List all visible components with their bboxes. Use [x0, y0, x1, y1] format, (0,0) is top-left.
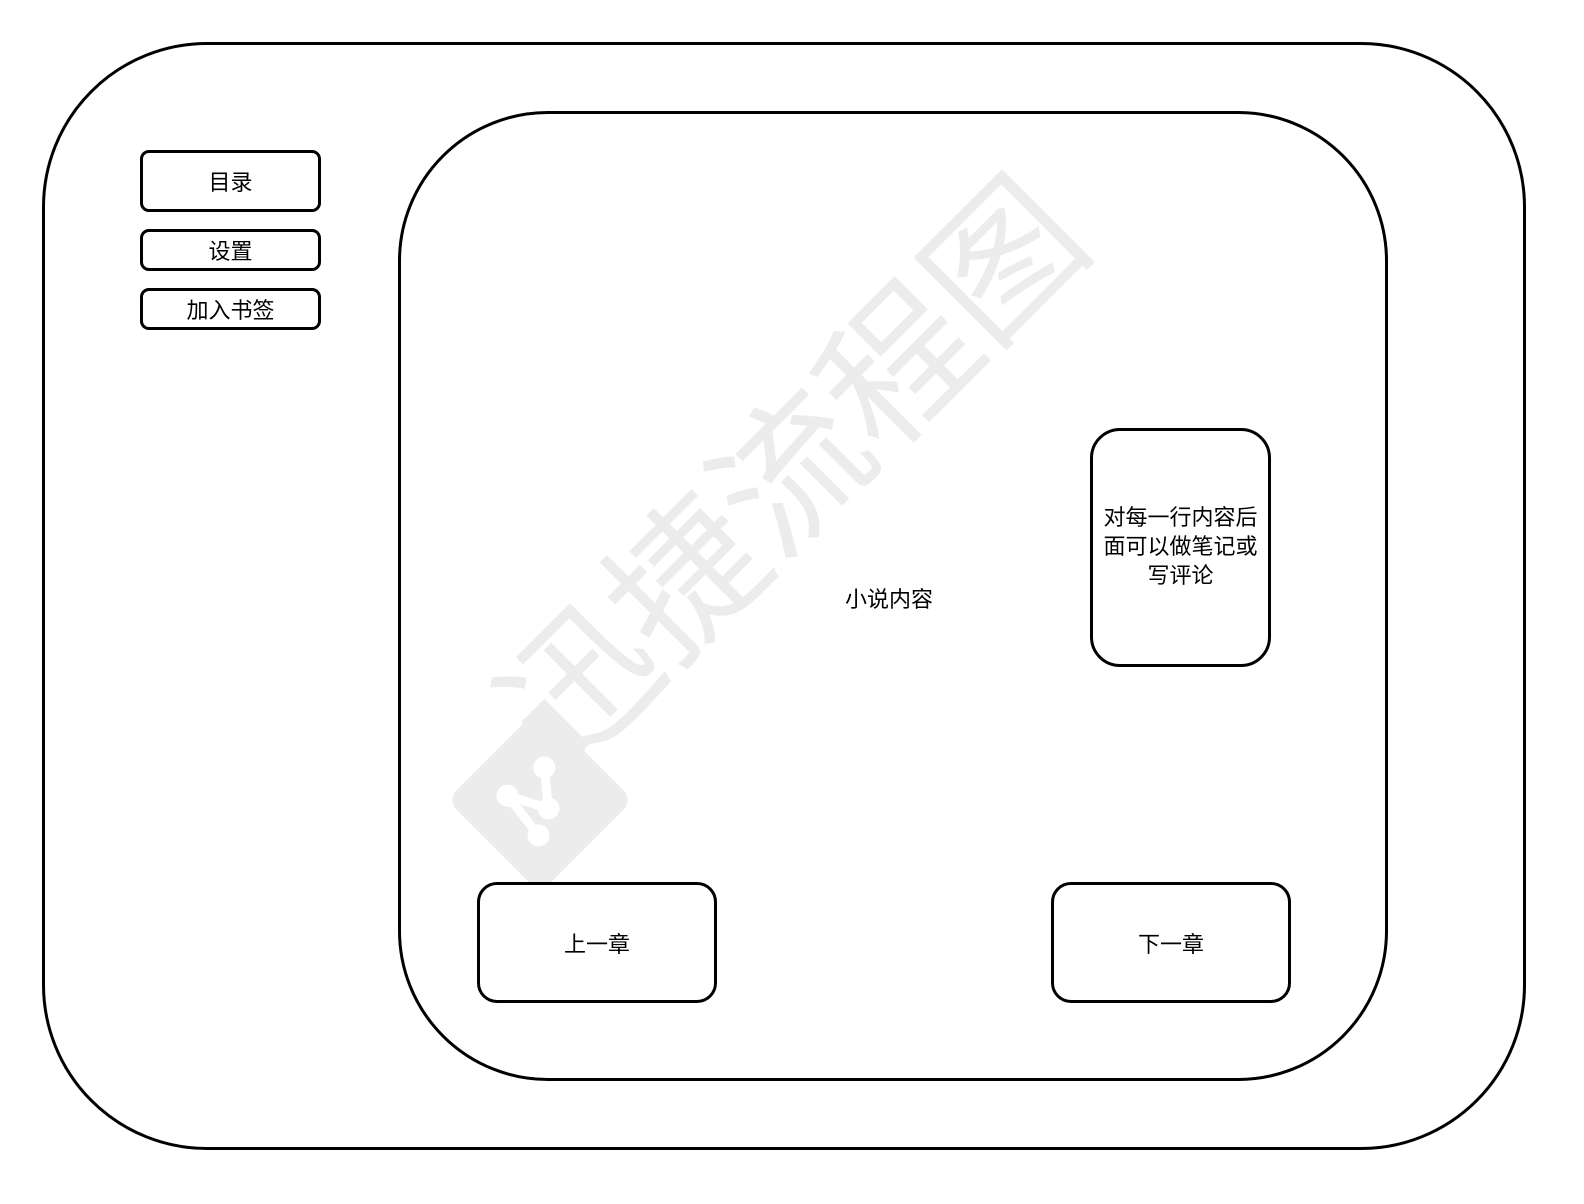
next-chapter-button[interactable]: 下一章 — [1051, 882, 1291, 1003]
settings-button-label: 设置 — [208, 240, 253, 265]
novel-content-label: 小说内容 — [845, 588, 934, 613]
add-bookmark-button[interactable]: 加入书签 — [140, 288, 321, 330]
toc-button-label: 目录 — [208, 171, 253, 196]
add-bookmark-button-label: 加入书签 — [186, 299, 275, 324]
toc-button[interactable]: 目录 — [140, 150, 321, 212]
previous-chapter-button[interactable]: 上一章 — [477, 882, 717, 1003]
previous-chapter-label: 上一章 — [563, 932, 630, 958]
note-comment-box[interactable]: 对每一行内容后面可以做笔记或写评论 — [1090, 428, 1271, 667]
novel-content-area — [398, 111, 1388, 1081]
settings-button[interactable]: 设置 — [140, 229, 321, 271]
note-comment-text: 对每一行内容后面可以做笔记或写评论 — [1103, 506, 1258, 589]
next-chapter-label: 下一章 — [1137, 932, 1204, 958]
